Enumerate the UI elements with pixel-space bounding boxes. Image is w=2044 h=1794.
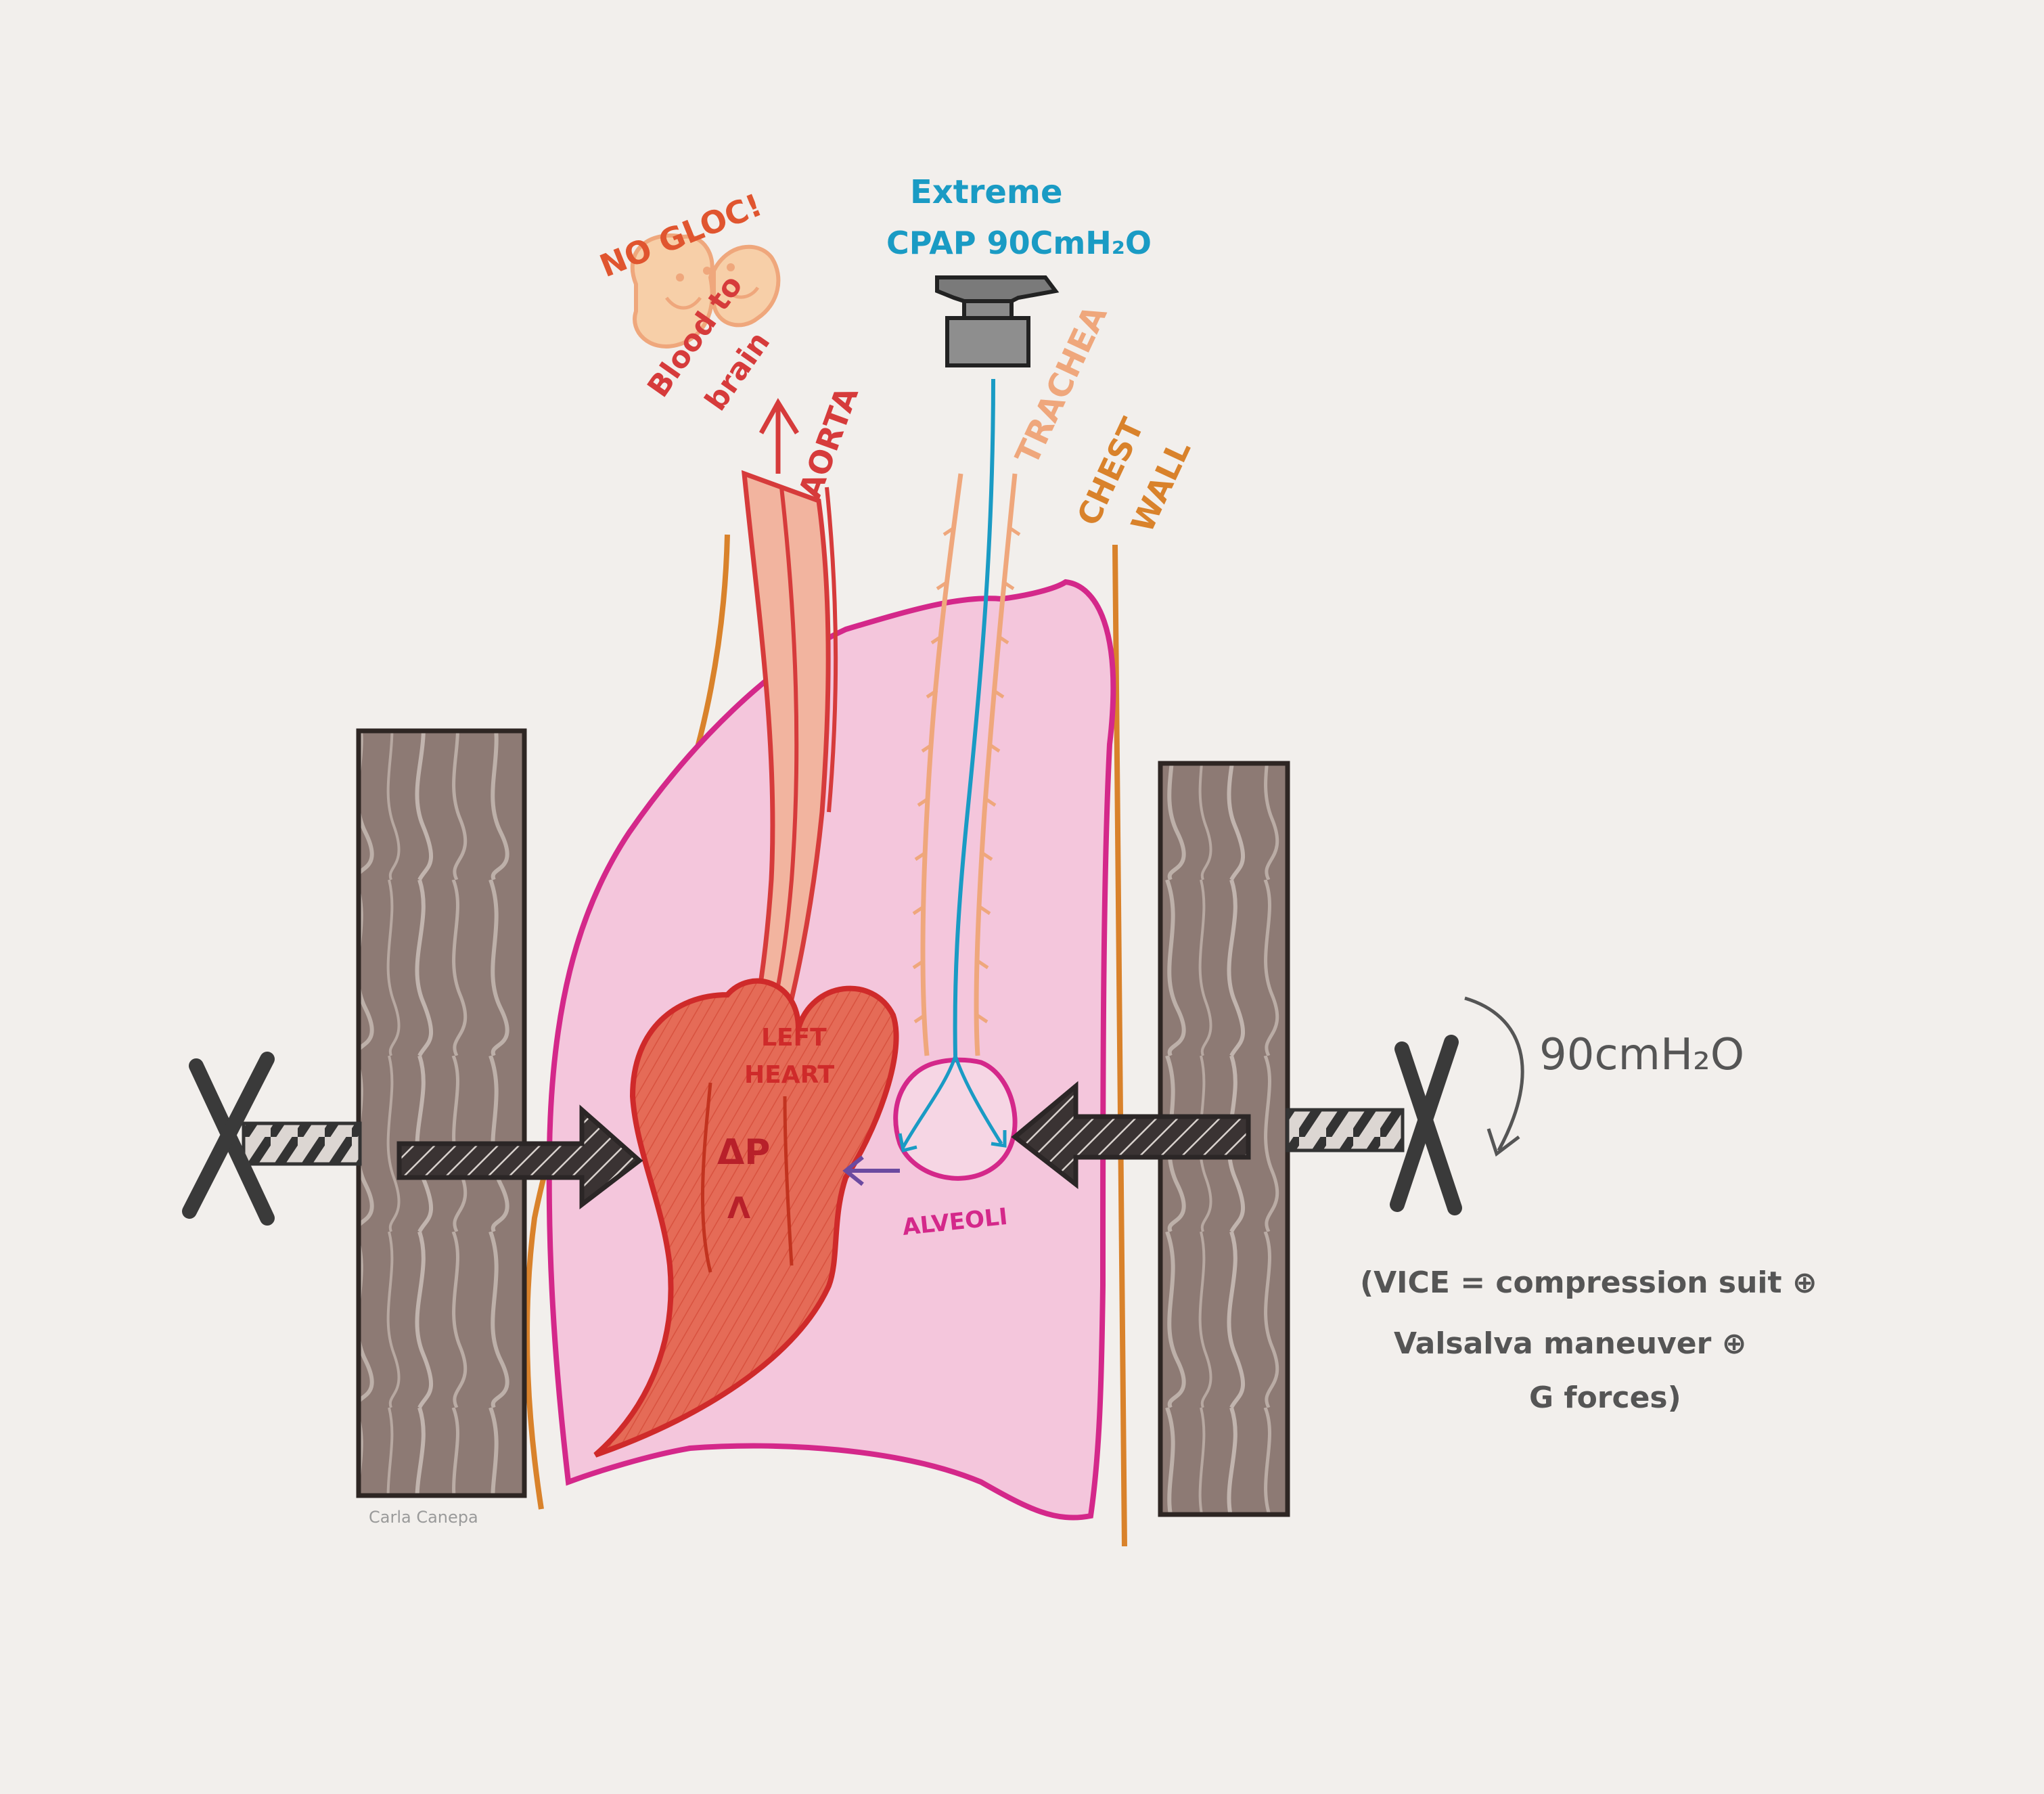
cpap-label-line1: Extreme — [910, 173, 1063, 211]
cpap-tube — [953, 378, 995, 1056]
left-heart-label-line1: LEFT — [761, 1024, 827, 1052]
left-vice-board — [356, 728, 527, 1498]
cpap-label-line2: CPAP 90CmH₂O — [886, 225, 1152, 261]
delta-p-label: ΔP — [717, 1132, 770, 1173]
right-compression-arrow — [1011, 1081, 1251, 1190]
right-vice-screw — [1286, 1108, 1405, 1152]
trachea-left-wall — [920, 473, 963, 1056]
left-heart — [593, 978, 899, 1458]
left-vice-screw — [242, 1121, 362, 1166]
cpap-device-icon — [935, 275, 1060, 367]
trachea-right-wall — [974, 473, 1018, 1056]
heart-inner-wall-left — [700, 1082, 712, 1273]
right-vice-handle-icon — [1390, 1035, 1462, 1215]
blood-arrow-head — [758, 398, 799, 434]
rotation-arrow-icon — [1464, 996, 1524, 1152]
brain-icon — [630, 233, 781, 349]
chest-wall-right — [1112, 544, 1127, 1547]
left-compression-arrow — [396, 1104, 643, 1210]
aorta-outer-line — [825, 487, 838, 813]
vice-note-line1: (VICE = compression suit ⊕ — [1360, 1265, 1817, 1300]
heart-inner-wall-right — [783, 1096, 794, 1266]
alveoli — [893, 1057, 1018, 1181]
vice-note-line2: Valsalva maneuver ⊕ — [1394, 1326, 1747, 1361]
vice-note-line3: G forces) — [1529, 1381, 1681, 1415]
cpap-arrowhead-right — [991, 1130, 1007, 1148]
rotation-arrowhead — [1486, 1128, 1520, 1157]
pressure-label: 90cmH₂O — [1539, 1030, 1744, 1080]
trachea-cilia — [912, 526, 1021, 1024]
delta-p-up-arrow: Λ — [727, 1191, 750, 1226]
cpap-arrowhead-left — [898, 1133, 917, 1153]
alveoli-to-heart-arrow — [842, 1155, 900, 1186]
cpap-split-right — [953, 1055, 1003, 1145]
left-heart-label-line2: HEART — [744, 1061, 835, 1089]
cpap-split-left — [901, 1055, 957, 1148]
artist-signature: Carla Canepa — [369, 1508, 478, 1527]
left-vice-handle-icon — [182, 1052, 275, 1226]
